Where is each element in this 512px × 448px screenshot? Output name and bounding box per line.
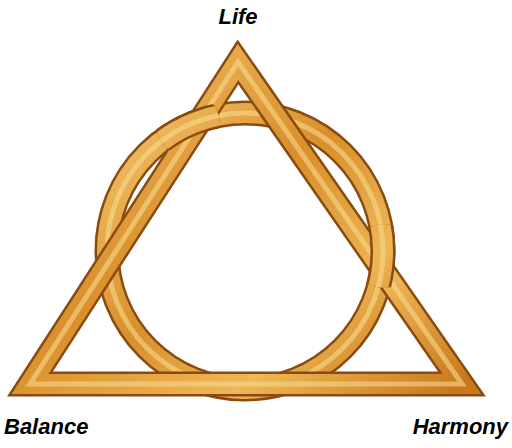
vertex-label: Balance <box>4 414 88 440</box>
vertex-label: Harmony <box>413 414 508 440</box>
circle-overlap <box>107 113 383 389</box>
triangle-band <box>30 62 462 384</box>
circle-ring <box>107 113 383 389</box>
vertex-label: Life <box>218 4 257 30</box>
